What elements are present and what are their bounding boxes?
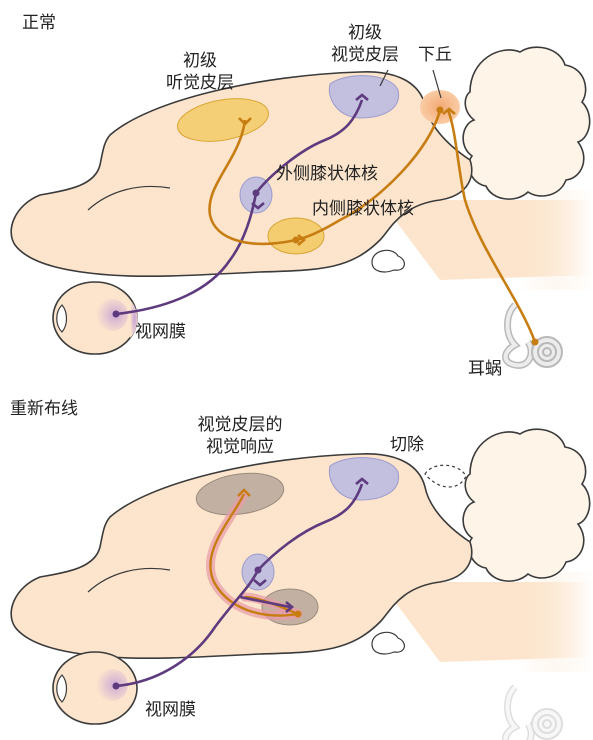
panel-title-normal: 正常 — [22, 12, 56, 34]
normal-panel — [11, 47, 593, 367]
label-visual-response: 视觉皮层的 视觉响应 — [180, 414, 300, 458]
mgn-dot — [293, 237, 300, 244]
label-auditory-cortex-line1: 初级 — [150, 50, 250, 72]
eye-2 — [53, 652, 137, 724]
ablation-region — [425, 465, 466, 487]
ventricle-notch-2 — [372, 632, 404, 654]
retina-dot-2 — [113, 683, 120, 690]
rewired-mgn-dot — [295, 611, 302, 618]
eye — [53, 282, 138, 354]
label-inferior-colliculus: 下丘 — [418, 44, 452, 66]
label-auditory-cortex: 初级 听觉皮层 — [150, 50, 250, 94]
lgn-dot — [253, 190, 260, 197]
label-visual-cortex-line2: 视觉皮层 — [305, 44, 425, 66]
lgn-dot-2 — [255, 567, 262, 574]
mgn-region — [268, 218, 324, 254]
label-retina-bottom: 视网膜 — [145, 699, 196, 721]
ic-dot — [437, 107, 444, 114]
label-mgn: 内侧膝状体核 — [312, 198, 414, 220]
rewired-panel — [11, 429, 593, 740]
cochlea-dot — [532, 339, 539, 346]
cerebellum-2 — [463, 429, 590, 581]
label-cochlea: 耳蜗 — [468, 358, 502, 380]
label-ablation: 切除 — [390, 434, 424, 456]
label-visual-cortex-line1: 初级 — [305, 22, 425, 44]
panel-title-rewired: 重新布线 — [10, 398, 78, 420]
label-visual-cortex: 初级 视觉皮层 — [305, 22, 425, 66]
retina-dot — [113, 311, 120, 318]
label-retina-top: 视网膜 — [135, 321, 186, 343]
label-visual-response-line1: 视觉皮层的 — [180, 414, 300, 436]
label-lgn: 外侧膝状体核 — [276, 163, 378, 185]
cerebellum — [463, 47, 590, 199]
cochlea-2 — [506, 687, 562, 740]
label-auditory-cortex-line2: 听觉皮层 — [150, 72, 250, 94]
ventricle-notch — [372, 250, 404, 272]
label-visual-response-line2: 视觉响应 — [180, 436, 300, 458]
